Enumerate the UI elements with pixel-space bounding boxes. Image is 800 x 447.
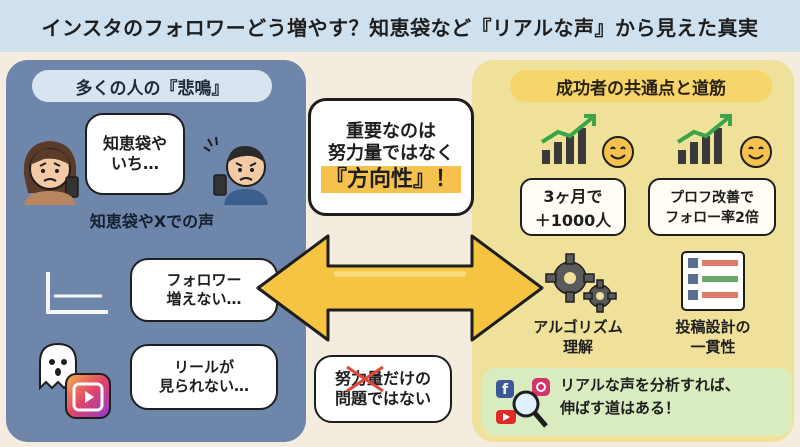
stat1-line1: 3ヶ月で — [543, 187, 603, 206]
feature1-line2: 理解 — [562, 337, 593, 356]
speech-bubble-chiebukuro: 知恵袋や いち… — [85, 113, 185, 195]
bar-chart-up-icon — [676, 114, 732, 164]
reels-icon — [65, 373, 111, 419]
cta-line1: リアルな声を分析すれば、 — [560, 376, 740, 394]
cta-text: リアルな声を分析すれば、 伸ばす道はある！ — [560, 374, 790, 419]
left-heading: 多くの人の『悲鳴』 — [32, 70, 272, 102]
stat-1000-followers: 3ヶ月で ＋1000人 — [520, 178, 626, 236]
stat2-line2: フォロー率2倍 — [665, 210, 759, 226]
bubble3-line1: リールが — [173, 358, 234, 377]
bubble1-line1: 知恵袋や — [102, 134, 167, 153]
voices-label: 知恵袋やXでの声 — [89, 212, 215, 231]
feature2-line1: 投稿設計の — [675, 318, 751, 336]
speech-bubble-reels: リールが 見られない… — [130, 344, 278, 410]
key-message-bubble: 重要なのは 努力量ではなく 『方向性』！ — [308, 98, 474, 216]
key-message-line2: 努力量ではなく — [328, 143, 454, 165]
magnifier-icon — [512, 390, 548, 428]
worried-man-icon — [203, 136, 268, 205]
key-message-line1: 重要なのは — [346, 120, 436, 142]
not-effort-bubble: 努力量だけの 問題ではない — [314, 355, 452, 423]
youtube-icon — [496, 410, 516, 424]
double-arrow-icon — [256, 234, 544, 342]
effort-struck-line: 努力量だけの — [334, 365, 431, 393]
page-title: インスタのフォロワーどう増やす？知恵袋など『リアルな声』から見えた真実 — [41, 15, 759, 40]
bubble2-line1: フォロワー — [166, 271, 242, 290]
ghost-icon — [39, 342, 77, 391]
feature1-line1: アルゴリズム — [533, 318, 623, 336]
key-message-direction: 『方向性』！ — [320, 165, 461, 194]
svg-text:f: f — [502, 382, 509, 398]
bubble1-line2: いち… — [110, 154, 159, 173]
right-heading: 成功者の共通点と道筋 — [510, 70, 772, 102]
title-bar: インスタのフォロワーどう増やす？知恵袋など『リアルな声』から見えた真実 — [0, 0, 800, 52]
bubble2-line2: 増えない… — [166, 290, 242, 308]
smiley-icon — [740, 136, 772, 168]
flat-graph-icon — [46, 272, 108, 314]
bar-chart-up-icon — [540, 114, 596, 164]
instagram-icon — [532, 378, 550, 396]
social-search-icons: f — [496, 378, 550, 428]
stat1-line2: ＋1000人 — [534, 211, 612, 230]
smiley-icon — [602, 136, 634, 168]
layout-list-icon — [681, 251, 745, 311]
stat-follow-rate: プロフ改善で フォロー率2倍 — [648, 178, 776, 236]
facebook-icon: f — [496, 380, 514, 398]
gears-icon — [545, 253, 617, 313]
feature-consistency: 投稿設計の 一貫性 — [654, 318, 772, 357]
worried-woman-icon — [23, 141, 79, 205]
not-effort-line1: 努力量だけの — [334, 369, 431, 388]
feature-algorithm: アルゴリズム 理解 — [518, 318, 638, 357]
stat2-line1: プロフ改善で — [670, 190, 754, 206]
bubble3-line2: 見られない… — [158, 377, 249, 395]
feature2-line2: 一貫性 — [690, 337, 736, 356]
cta-line2: 伸ばす道はある！ — [560, 398, 681, 417]
not-effort-line2: 問題ではない — [334, 389, 431, 408]
